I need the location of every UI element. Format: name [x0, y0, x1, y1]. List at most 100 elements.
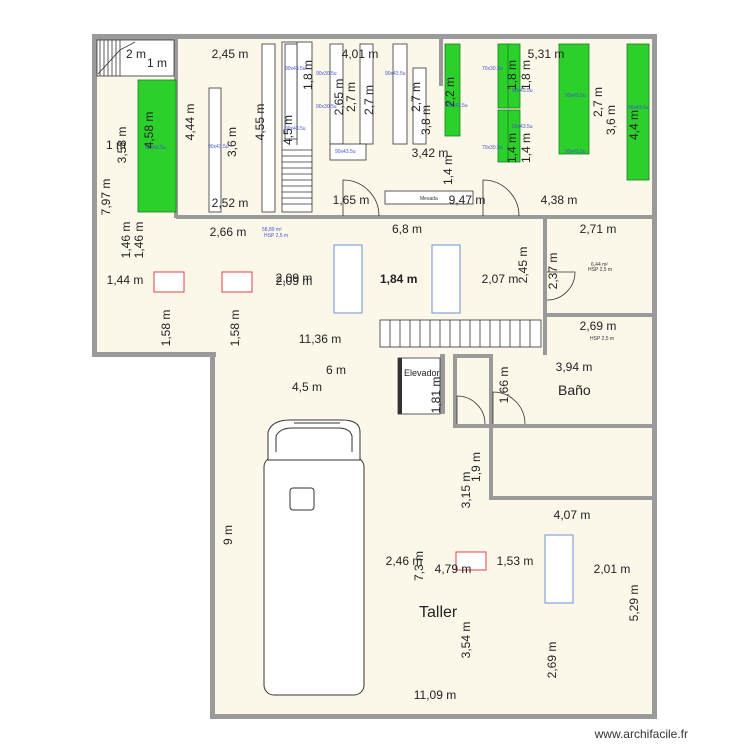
dimension-label: 1,4 m: [441, 155, 455, 185]
shelf-label: 90x43.5u: [385, 71, 406, 77]
shelf-label: 90x43.5u: [145, 145, 166, 151]
dimension-label: 2,69 m: [545, 642, 559, 679]
dimension-label: 1,53 m: [497, 554, 534, 568]
dimension-label: 4,5 m: [281, 115, 295, 145]
shelf-label: 90x43.5u: [208, 144, 229, 150]
dimension-label: 1,46 m: [132, 222, 146, 259]
wall-stair-top: [97, 36, 176, 40]
shelf-green-7: [558, 43, 590, 155]
dimension-label: 2,69 m: [580, 319, 617, 333]
area-main-label: 58,89 m²: [262, 227, 282, 233]
dimension-label: 7,3 m: [412, 551, 426, 581]
dimension-label: 1,4 m: [505, 133, 519, 163]
hsp-small-label: HSP 2,5 m: [590, 336, 614, 342]
shelf-green-6: [507, 109, 521, 163]
dimension-label: 3,42 m: [412, 146, 449, 160]
mesada: [384, 190, 474, 205]
dimension-label: 1,8 m: [505, 60, 519, 90]
dimension-label: 9 m: [221, 525, 235, 545]
dimension-label: 3,54 m: [459, 622, 473, 659]
dimension-label: 1 m: [147, 56, 167, 70]
vehicle-cab: [267, 419, 361, 461]
shelf-green-left: [137, 79, 177, 213]
dimension-label: 4,07 m: [554, 508, 591, 522]
doors: [342, 179, 576, 425]
wall-left-taller: [210, 352, 215, 718]
dimension-label: 3,6 m: [604, 105, 618, 135]
wall-bath-left: [453, 354, 457, 428]
shelf-label: 70x30.5u: [482, 66, 503, 72]
shelf-label: 90x43.5u: [565, 93, 586, 99]
wall-small-room-left: [543, 317, 547, 355]
dimension-label: 4,4 m: [627, 110, 641, 140]
dimension-label: 11,36 m: [299, 332, 341, 346]
dimension-label: 2,45 m: [212, 47, 249, 61]
shelf-label: 90x43.5u: [285, 66, 306, 72]
shelf-label: 90x43.5u: [285, 126, 306, 132]
dimension-label: 2,65 m: [332, 79, 346, 116]
blue-box-2: [431, 244, 461, 314]
dimension-label: 1 m: [106, 138, 126, 152]
shelf-label: 90x30.5u: [316, 104, 337, 110]
dimension-label: 1,46 m: [119, 222, 133, 259]
wall-right: [652, 34, 657, 718]
green-shelves: [137, 43, 650, 213]
blue-box-1: [333, 244, 363, 314]
dimension-label: 1,58 m: [228, 310, 242, 347]
red-box-2: [221, 271, 253, 293]
shelf-label: 90x43.5u: [512, 124, 533, 130]
dimension-label: 2 m: [126, 47, 146, 61]
wall-mid-divider: [440, 354, 445, 414]
dimension-label: 2,7 m: [409, 82, 423, 112]
bano-label: Baño: [558, 382, 591, 398]
dimension-label: 2,46 m: [386, 554, 423, 568]
dimension-label: 2,09 m: [276, 271, 313, 285]
dimension-label: 2,2 m: [443, 77, 457, 107]
dimension-label: 4,5 m: [292, 380, 322, 394]
hsp-right-label: HSP 2,5 m: [588, 267, 612, 273]
room-labels: Taller Baño Elevador Mesada 1,84 m 58,89…: [262, 196, 614, 621]
dimension-label: 4,01 m: [342, 47, 379, 61]
door-4: [492, 391, 526, 425]
staircase-top-left: [96, 39, 175, 77]
dimension-label: 2,66 m: [210, 225, 247, 239]
door-5: [546, 271, 576, 301]
dimension-label: 2,7 m: [591, 87, 605, 117]
shelf-green-4: [507, 43, 521, 109]
dimension-label: 4,55 m: [253, 104, 267, 141]
mesada-label: Mesada: [420, 196, 438, 202]
dimension-label: 5,29 m: [627, 585, 641, 622]
door-1: [342, 179, 380, 217]
door-2: [482, 179, 520, 217]
shelf-white-8: [329, 143, 367, 161]
center-area-label: 1,84 m: [380, 272, 417, 286]
shelf-white-3: [284, 43, 298, 140]
elevator-box: [397, 357, 441, 415]
dimension-label: 3,58 m: [115, 127, 129, 164]
shelf-white-2: [261, 43, 276, 213]
wall-interior-horizontal: [176, 215, 656, 219]
wall-bath-inner: [489, 354, 493, 428]
shelf-label: 90x43.5u: [335, 149, 356, 155]
wall-right-room-left: [543, 218, 547, 318]
dimension-label: 3,6 m: [225, 127, 239, 157]
dimension-label: 7,97 m: [99, 179, 113, 216]
dimension-label: 1,66 m: [497, 367, 511, 404]
shelf-white-7: [412, 67, 427, 145]
elevator-wall: [398, 358, 402, 414]
dimension-label: 1,65 m: [333, 193, 370, 207]
dimension-label: 2,01 m: [594, 562, 631, 576]
dimension-label: 4,58 m: [142, 112, 156, 149]
shelf-white-6: [392, 43, 408, 145]
dimension-label: 2,45 m: [516, 247, 530, 284]
shelf-green-8: [626, 43, 650, 181]
elevador-label: Elevador: [404, 368, 440, 378]
shelf-label: 90x30.5u: [316, 71, 337, 77]
vehicle: [263, 419, 365, 696]
area-right-label: 6,44 m²: [591, 262, 608, 268]
red-boxes: [153, 271, 487, 571]
shelf-label: 90x43.5u: [447, 103, 468, 109]
dimension-label: 2,7 m: [344, 82, 358, 112]
